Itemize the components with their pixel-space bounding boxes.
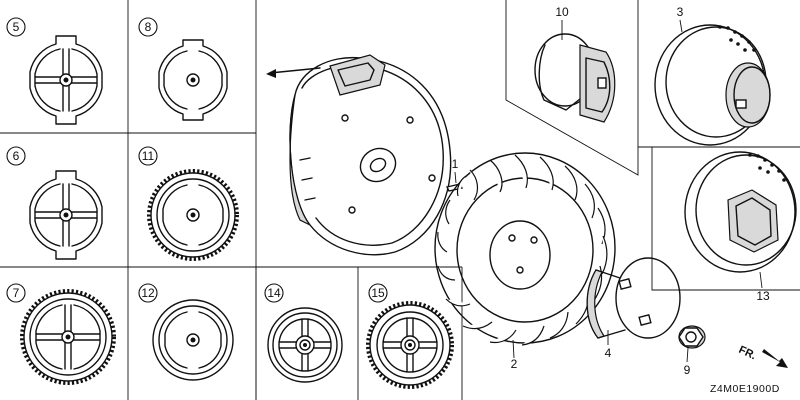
callout-15: 15 bbox=[368, 283, 388, 303]
svg-text:12: 12 bbox=[141, 286, 155, 300]
flange-nut-drawing bbox=[678, 325, 706, 363]
part-12-drawing bbox=[152, 299, 234, 381]
part-10-drawing bbox=[534, 20, 616, 123]
part-6-drawing bbox=[29, 170, 103, 260]
svg-text:11: 11 bbox=[142, 149, 155, 163]
label-10: 10 bbox=[555, 5, 569, 19]
label-3: 3 bbox=[677, 5, 684, 19]
fr-label: FR. bbox=[737, 344, 758, 362]
callout-8: 8 bbox=[138, 17, 158, 37]
label-1: 1 bbox=[452, 157, 459, 171]
callout-6: 6 bbox=[6, 146, 26, 166]
part-5-drawing bbox=[29, 35, 103, 125]
label-2: 2 bbox=[511, 357, 518, 371]
part-15-drawing bbox=[366, 301, 454, 389]
part-13-drawing bbox=[684, 151, 797, 289]
svg-text:7: 7 bbox=[13, 286, 20, 300]
svg-text:8: 8 bbox=[145, 20, 152, 34]
front-direction-indicator: FR. bbox=[737, 344, 788, 368]
callout-14: 14 bbox=[264, 283, 284, 303]
label-13: 13 bbox=[756, 289, 770, 303]
diagram-code: Z4M0E1900D bbox=[710, 383, 780, 395]
callout-7: 7 bbox=[6, 283, 26, 303]
part-8-drawing bbox=[158, 39, 228, 121]
flywheel-drawing bbox=[266, 54, 452, 256]
part-3-drawing bbox=[654, 19, 771, 146]
svg-text:14: 14 bbox=[267, 286, 281, 300]
callout-5: 5 bbox=[6, 17, 26, 37]
variant-cells-right bbox=[505, 0, 800, 291]
starter-pulley-drawing bbox=[586, 257, 681, 345]
svg-text:6: 6 bbox=[13, 149, 20, 163]
part-7-drawing bbox=[20, 289, 116, 385]
label-9: 9 bbox=[684, 363, 691, 377]
variant-grid bbox=[0, 0, 463, 400]
part-14-drawing bbox=[267, 307, 343, 383]
part-11-drawing bbox=[147, 169, 239, 261]
svg-text:5: 5 bbox=[13, 20, 20, 34]
cooling-fan-drawing bbox=[434, 152, 616, 359]
callout-11: 11 bbox=[138, 146, 158, 166]
svg-text:15: 15 bbox=[371, 286, 385, 300]
callout-12: 12 bbox=[138, 283, 158, 303]
label-4: 4 bbox=[605, 346, 612, 360]
